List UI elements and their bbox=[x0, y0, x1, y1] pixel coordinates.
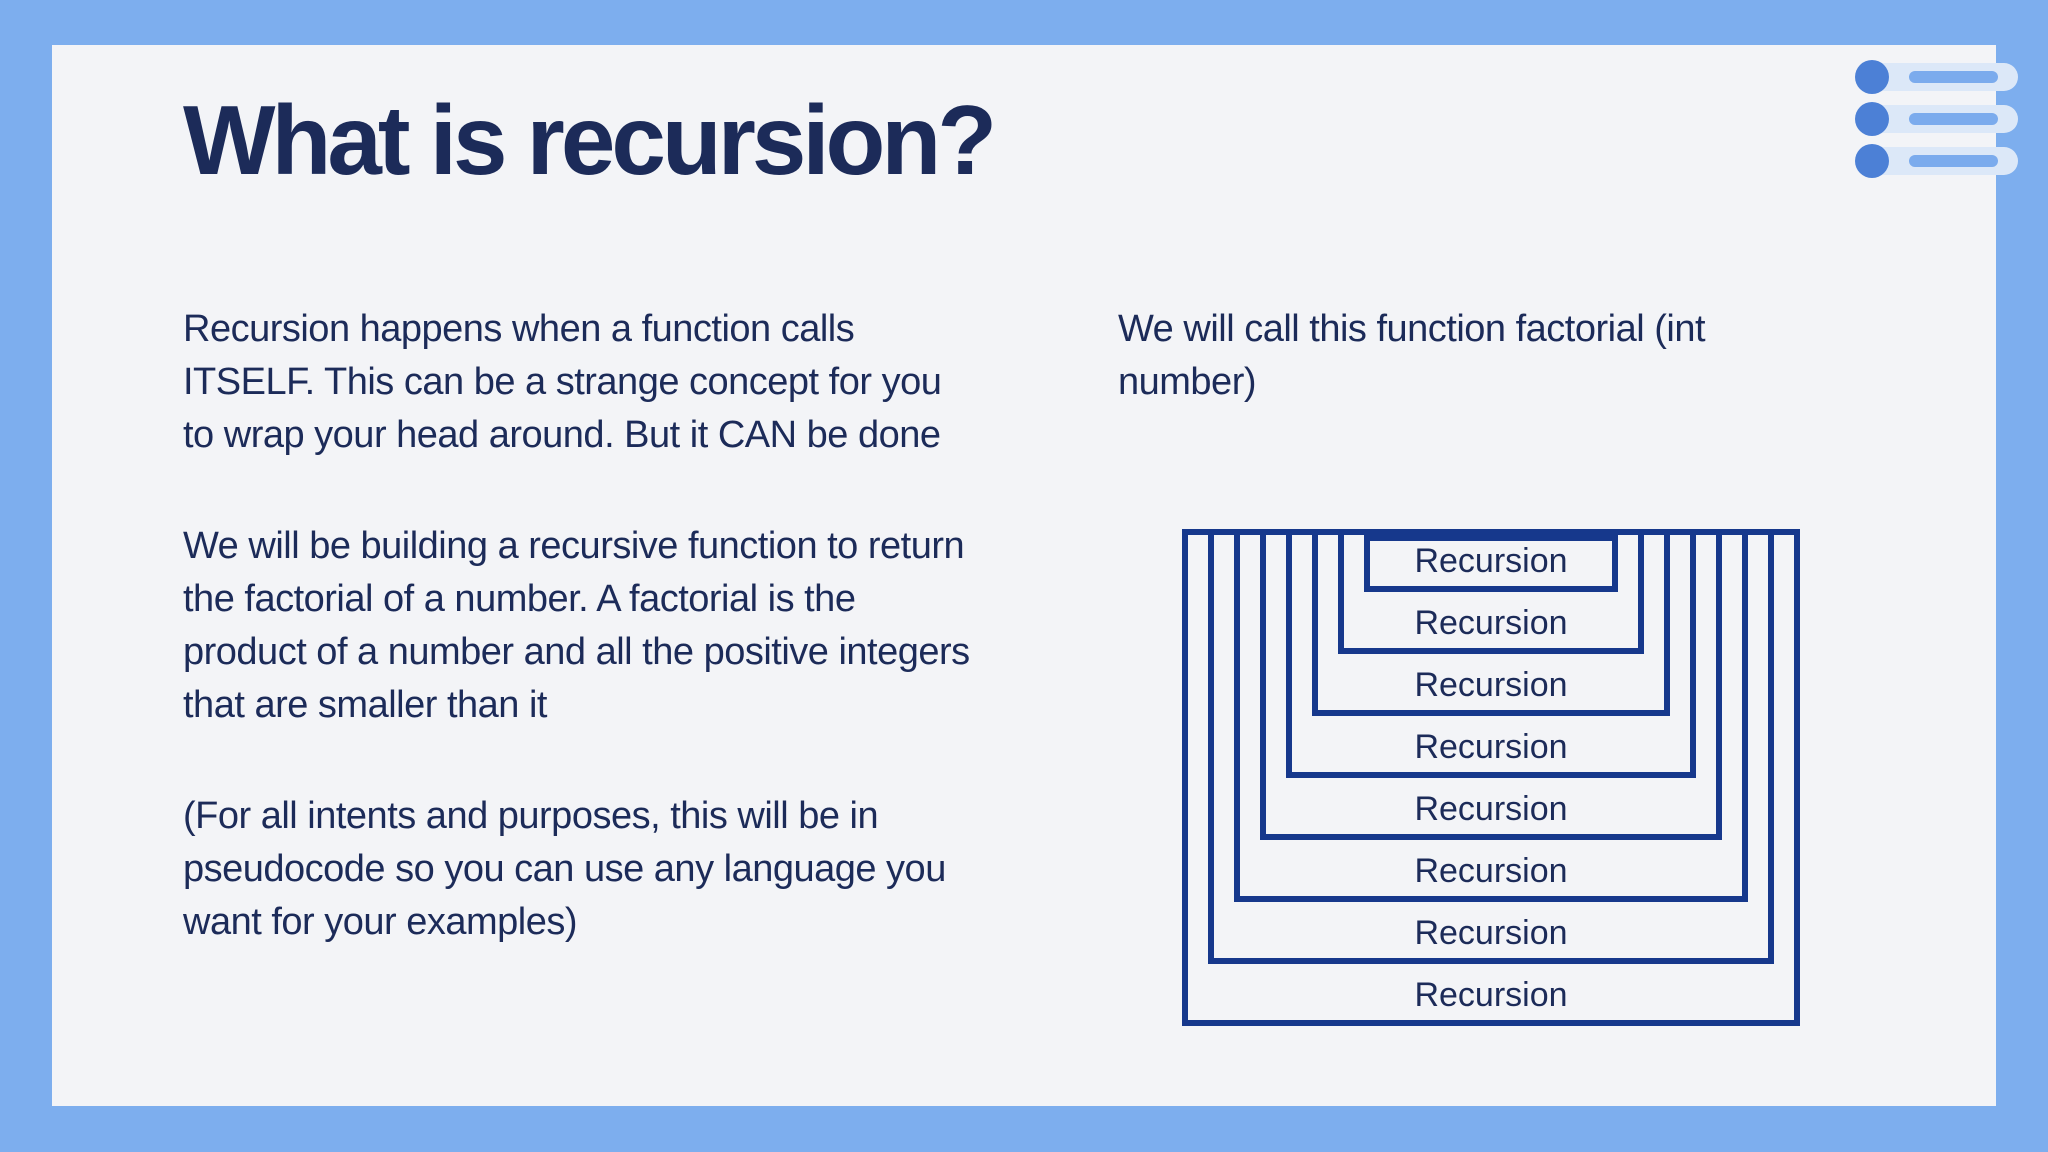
recursion-label: Recursion bbox=[1414, 852, 1568, 890]
page-title: What is recursion? bbox=[183, 85, 997, 195]
recursion-label: Recursion bbox=[1414, 728, 1568, 766]
right-text-column: We will call this function factorial (in… bbox=[1118, 303, 1898, 467]
recursion-box-7 bbox=[1338, 529, 1644, 654]
list-icon-dot bbox=[1855, 60, 1889, 94]
recursion-label: Recursion bbox=[1414, 976, 1568, 1014]
recursion-label: Recursion bbox=[1414, 666, 1568, 704]
slide-card: What is recursion? Recursion happens whe… bbox=[52, 45, 2018, 1106]
recursion-box-8 bbox=[1364, 535, 1618, 592]
left-text-column: Recursion happens when a function calls … bbox=[183, 303, 1163, 1007]
list-icon-dot bbox=[1855, 102, 1889, 136]
paragraph-factorial-explanation: We will be building a recursive function… bbox=[183, 525, 970, 726]
recursion-label: Recursion bbox=[1414, 604, 1568, 642]
paragraph-function-name: We will call this function factorial (in… bbox=[1118, 308, 1706, 403]
list-icon-row bbox=[1855, 102, 2018, 136]
list-icon-row bbox=[1855, 60, 2018, 94]
list-icon-row bbox=[1855, 144, 2018, 178]
recursion-label: Recursion bbox=[1414, 914, 1568, 952]
list-icon-bar bbox=[1909, 71, 1998, 83]
list-icon-dot bbox=[1855, 144, 1889, 178]
paragraph-pseudocode-note: (For all intents and purposes, this will… bbox=[183, 795, 946, 943]
recursion-label: Recursion bbox=[1414, 790, 1568, 828]
list-icon-bar bbox=[1909, 113, 1998, 125]
bulleted-list-icon bbox=[1855, 60, 2018, 186]
recursion-label: Recursion bbox=[1414, 542, 1568, 580]
list-icon-bar bbox=[1909, 155, 1998, 167]
paragraph-recursion-intro: Recursion happens when a function calls … bbox=[183, 308, 942, 456]
